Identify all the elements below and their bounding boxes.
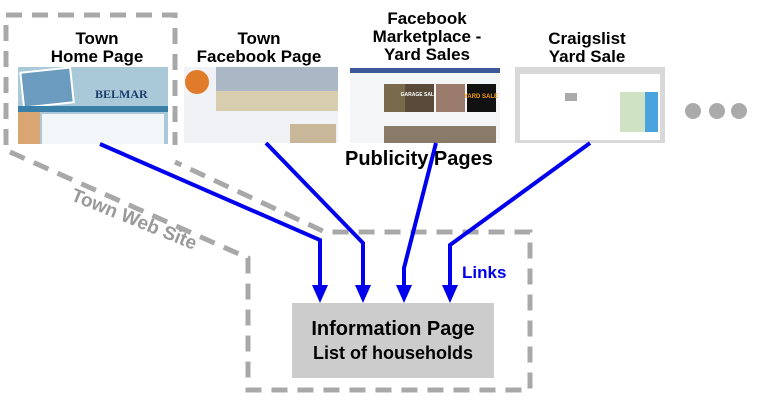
link-arrow-facebook-page [264, 141, 365, 290]
town-web-site-boundary [3, 12, 533, 393]
thumbnail-facebook-marketplace[interactable]: GARAGE SALE YARD SALE [350, 68, 500, 143]
svg-text:GARAGE SALE: GARAGE SALE [401, 92, 438, 98]
links-label: Links [462, 263, 506, 282]
svg-text:YARD SALE: YARD SALE [464, 94, 498, 100]
publicity-pages-label: Publicity Pages [345, 148, 493, 170]
link-arrow-marketplace [402, 142, 438, 290]
link-arrow-craigslist [448, 141, 592, 290]
information-page-box[interactable]: Information Page List of households [292, 303, 494, 378]
link-arrow-home-page [99, 142, 322, 290]
svg-text:BELMAR: BELMAR [95, 87, 148, 101]
thumbnail-craigslist[interactable] [515, 67, 665, 143]
thumbnail-town-home-page[interactable]: BELMAR [18, 66, 168, 144]
thumbnail-town-facebook-page[interactable] [184, 67, 338, 143]
more-pages-ellipsis-icon [685, 103, 747, 119]
arrowheads [312, 285, 458, 303]
information-page-subtitle: List of households [313, 343, 473, 363]
town-web-site-label: Town Web Site [68, 185, 200, 254]
information-page-title: Information Page [311, 318, 474, 340]
